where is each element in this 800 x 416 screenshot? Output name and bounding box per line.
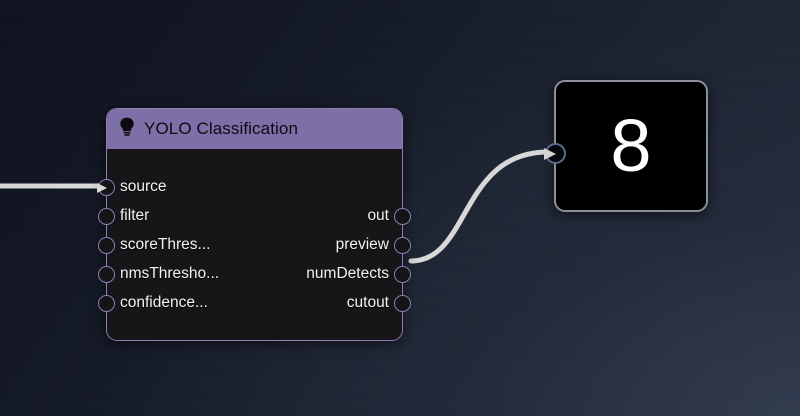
port-label-numdetects: numDetects xyxy=(306,265,389,282)
port-label-preview: preview xyxy=(335,236,389,253)
port-out-cutout[interactable] xyxy=(394,295,411,312)
node-body: source filter scoreThres... nmsThresho..… xyxy=(97,149,411,341)
node-number-display[interactable]: 8 xyxy=(544,80,708,212)
node-title: YOLO Classification xyxy=(144,119,299,138)
port-label-out: out xyxy=(367,207,389,224)
port-in-display[interactable] xyxy=(544,143,566,164)
port-label-source: source xyxy=(120,178,167,195)
port-out-out[interactable] xyxy=(394,208,411,225)
port-in-source[interactable] xyxy=(97,179,115,196)
port-label-nmsthreshold: nmsThresho... xyxy=(120,265,220,282)
node-yolo-classification[interactable]: YOLO Classification source filter scoreT… xyxy=(97,108,411,341)
node-header[interactable]: YOLO Classification xyxy=(107,109,402,149)
port-in-filter[interactable] xyxy=(98,208,115,225)
port-in-scorethreshold[interactable] xyxy=(98,237,115,254)
port-in-nmsthreshold[interactable] xyxy=(98,266,115,283)
port-out-numdetects[interactable] xyxy=(394,266,411,283)
arrow-icon xyxy=(544,148,556,160)
arrow-icon xyxy=(97,182,107,193)
lightbulb-icon xyxy=(119,117,135,142)
port-out-preview[interactable] xyxy=(394,237,411,254)
link-numdetects-to-display[interactable] xyxy=(408,149,551,264)
port-label-scorethreshold: scoreThres... xyxy=(120,236,211,253)
display-value: 8 xyxy=(610,104,652,187)
port-in-confidence[interactable] xyxy=(98,295,115,312)
port-label-filter: filter xyxy=(120,207,150,224)
port-label-cutout: cutout xyxy=(346,294,389,311)
port-label-confidence: confidence... xyxy=(120,294,208,311)
